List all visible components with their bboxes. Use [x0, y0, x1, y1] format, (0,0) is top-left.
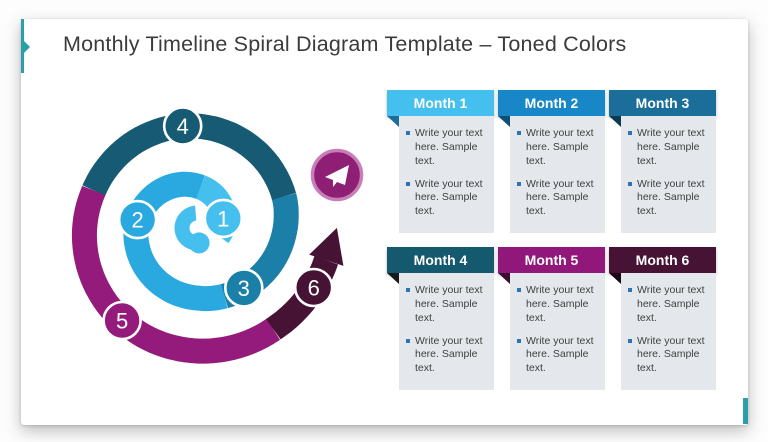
month-card-header: Month 4	[387, 247, 494, 273]
ribbon-fold	[498, 116, 510, 127]
bullet-text: Write your text here. Sample text.	[526, 334, 594, 375]
month-card-body: Write your text here. Sample text. Write …	[621, 116, 716, 233]
bullet-marker-icon	[628, 288, 632, 292]
spiral-comma-tip	[188, 232, 210, 254]
slide-title: Monthly Timeline Spiral Diagram Template…	[63, 32, 627, 56]
bullet-marker-icon	[628, 131, 632, 135]
bullet-marker-icon	[628, 338, 632, 343]
bullet-text: Write your text here. Sample text.	[637, 127, 705, 167]
paper-plane-icon	[325, 165, 349, 187]
bullet-marker-icon	[406, 338, 410, 343]
bullet-marker-icon	[406, 131, 410, 135]
spiral-diagram: 1 2 3 4 5 6	[71, 106, 364, 364]
spiral-node-1: 1	[203, 198, 244, 239]
bullet-item: Write your text here. Sample text.	[628, 335, 711, 377]
bullet-text: Write your text here. Sample text.	[637, 177, 705, 218]
month-card-body: Write your text here. Sample text. Write …	[399, 273, 494, 390]
bullet-marker-icon	[517, 131, 521, 135]
spiral-node-label: 6	[308, 276, 320, 301]
bullet-marker-icon	[517, 288, 521, 292]
bullet-item: Write your text here. Sample text.	[517, 335, 600, 377]
spiral-node-5: 5	[102, 300, 142, 341]
month-card-header: Month 2	[498, 90, 605, 116]
bullet-item: Write your text here. Sample text.	[628, 284, 711, 326]
bullet-text: Write your text here. Sample text.	[415, 127, 483, 167]
bullet-text: Write your text here. Sample text.	[526, 284, 594, 324]
bullet-item: Write your text here. Sample text.	[628, 178, 711, 220]
bullet-item: Write your text here. Sample text.	[406, 284, 489, 326]
ribbon-fold	[387, 116, 399, 127]
month-card-body: Write your text here. Sample text. Write …	[510, 273, 605, 390]
month-card-body: Write your text here. Sample text. Write …	[399, 116, 494, 233]
send-badge	[310, 148, 364, 202]
spiral-node-6: 6	[293, 267, 334, 308]
bullet-item: Write your text here. Sample text.	[406, 178, 489, 220]
bullet-marker-icon	[628, 181, 632, 186]
bullet-text: Write your text here. Sample text.	[526, 127, 594, 167]
slide-frame: Monthly Timeline Spiral Diagram Template…	[21, 19, 748, 425]
title-accent-arrow-icon	[22, 39, 30, 55]
month-card-header: Month 5	[498, 247, 605, 273]
spiral-node-2: 2	[117, 199, 158, 240]
spiral-node-label: 4	[177, 114, 189, 139]
bullet-item: Write your text here. Sample text.	[517, 127, 600, 169]
bullet-item: Write your text here. Sample text.	[406, 127, 489, 169]
bullet-text: Write your text here. Sample text.	[415, 177, 483, 218]
spiral-node-label: 1	[217, 206, 229, 231]
bullet-text: Write your text here. Sample text.	[637, 334, 705, 375]
bullet-marker-icon	[517, 181, 521, 186]
spiral-node-label: 2	[131, 208, 143, 233]
month-card-header: Month 6	[609, 247, 716, 273]
bullet-text: Write your text here. Sample text.	[415, 334, 483, 375]
month-card-body: Write your text here. Sample text. Write …	[621, 273, 716, 390]
spiral-node-label: 5	[116, 309, 128, 334]
bullet-marker-icon	[406, 181, 410, 186]
bullet-item: Write your text here. Sample text.	[517, 284, 600, 326]
bullet-text: Write your text here. Sample text.	[526, 177, 594, 218]
spiral-arrowhead	[309, 227, 344, 266]
spiral-node-3: 3	[224, 268, 264, 308]
ribbon-fold	[387, 273, 399, 284]
bullet-marker-icon	[406, 288, 410, 292]
bullet-marker-icon	[517, 338, 521, 343]
spiral-node-4: 4	[162, 106, 203, 146]
spiral-node-label: 3	[238, 276, 250, 301]
bullet-text: Write your text here. Sample text.	[637, 284, 705, 324]
ribbon-fold	[609, 273, 621, 284]
month-card-header: Month 3	[609, 90, 716, 116]
month-card-body: Write your text here. Sample text. Write …	[510, 116, 605, 233]
ribbon-fold	[498, 273, 510, 284]
bullet-item: Write your text here. Sample text.	[628, 127, 711, 169]
ribbon-fold	[609, 116, 621, 127]
bullet-text: Write your text here. Sample text.	[415, 284, 483, 324]
bullet-item: Write your text here. Sample text.	[517, 178, 600, 220]
month-card-header: Month 1	[387, 90, 494, 116]
bullet-item: Write your text here. Sample text.	[406, 335, 489, 377]
corner-accent-bar	[743, 398, 748, 424]
